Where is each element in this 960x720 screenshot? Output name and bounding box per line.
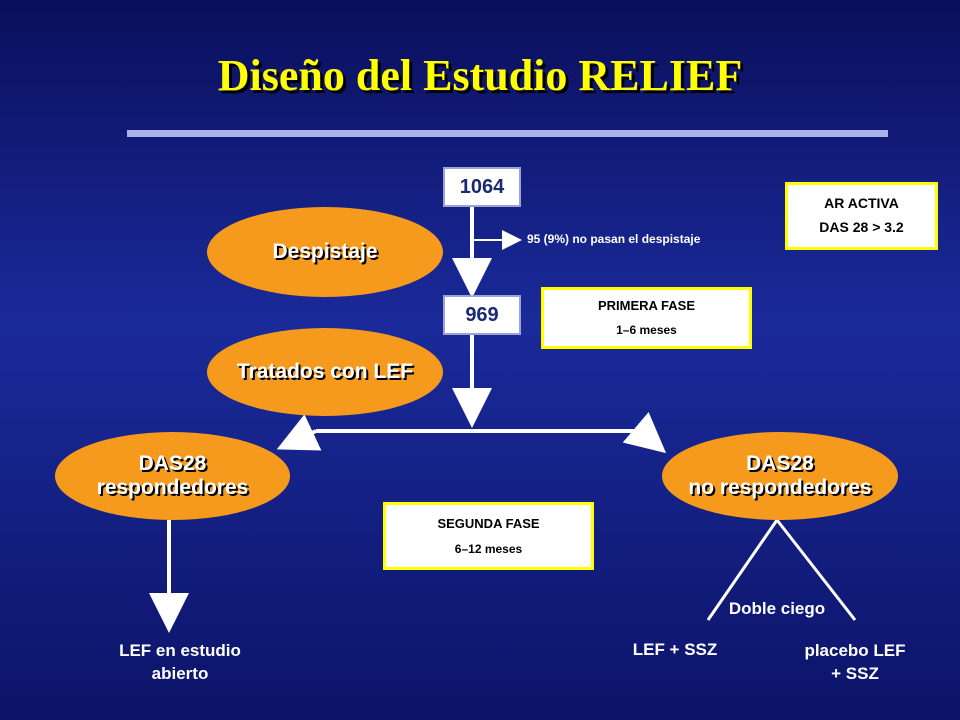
line-to-arm-a xyxy=(706,519,779,621)
nonresponders-line-2: no respondedores xyxy=(688,476,872,499)
arrow-to-responders xyxy=(276,414,322,451)
double-blind-label: Doble ciego xyxy=(728,599,826,618)
nonresponders-line-1: DAS28 xyxy=(746,451,814,475)
line-to-arm-b xyxy=(775,519,857,621)
screen-fail-note: 95 (9%) no pasan el despistaje xyxy=(527,232,701,246)
slide-title: Diseño del Estudio RELIEF xyxy=(217,51,743,100)
arm-b-label: placebo LEF + SSZ xyxy=(775,640,935,686)
phase1-label: PRIMERA FASE xyxy=(597,298,696,314)
open-label-outcome: LEF en estudio abierto xyxy=(80,640,280,686)
treated-label: Tratados con LEF xyxy=(236,359,414,383)
open-label-line-2: abierto xyxy=(151,663,209,683)
phase1-box: PRIMERA FASE 1–6 meses xyxy=(541,287,752,349)
responders-line-1: DAS28 xyxy=(138,451,207,475)
screening-ellipse: Despistaje xyxy=(207,207,443,297)
open-label-line-1: LEF en estudio xyxy=(119,641,241,660)
criteria-line-1: AR ACTIVA xyxy=(824,195,899,212)
criteria-line-2: DAS 28 > 3.2 xyxy=(819,219,904,235)
title-underline xyxy=(127,130,888,137)
treated-count-box: 969 xyxy=(443,295,521,335)
responders-line-2: respondedores xyxy=(96,476,249,499)
phase2-box: SEGUNDA FASE 6–12 meses xyxy=(383,502,594,570)
screened-count: 1064 xyxy=(459,175,505,198)
phase2-duration: 6–12 meses xyxy=(454,542,523,556)
arm-b-line-2: + SSZ xyxy=(831,663,879,683)
screened-count-box: 1064 xyxy=(443,167,521,207)
arm-a-label: LEF + SSZ xyxy=(632,640,718,659)
treated-ellipse: Tratados con LEF xyxy=(207,328,443,416)
nonresponders-ellipse: DAS28 no respondedores xyxy=(662,432,898,520)
screening-label: Despistaje xyxy=(272,239,378,263)
arm-b-line-1: placebo LEF xyxy=(804,641,906,660)
treated-count: 969 xyxy=(465,303,499,326)
phase2-label: SEGUNDA FASE xyxy=(437,516,540,531)
inclusion-criteria-box: AR ACTIVA DAS 28 > 3.2 xyxy=(785,182,938,250)
arrow-to-nonresponders xyxy=(622,412,667,454)
responders-ellipse: DAS28 respondedores xyxy=(55,432,290,520)
phase1-duration: 1–6 meses xyxy=(616,322,677,337)
